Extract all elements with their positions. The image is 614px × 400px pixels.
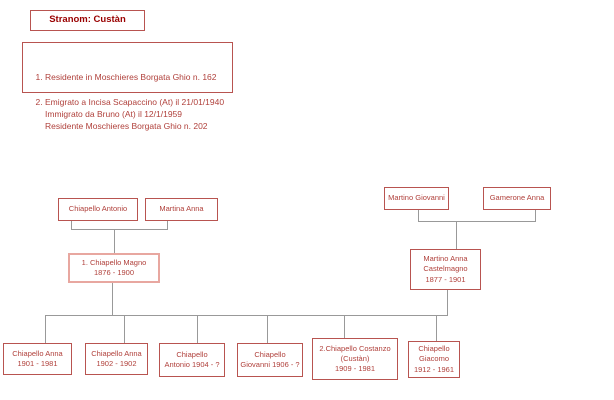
notes-list: Residente in Moschieres Borgata Ghio n. … (23, 59, 232, 145)
node-label: Martina Anna (159, 204, 204, 214)
node-gamerone-anna[interactable]: Gamerone Anna (483, 187, 551, 210)
node-chiapello-antonio-1904[interactable]: Chiapello Antonio 1904 - ? (159, 343, 225, 377)
connector-line (535, 210, 536, 222)
node-label: 2.Chiapello Costanzo (Custàn) 1909 - 198… (319, 343, 391, 374)
node-label: Gamerone Anna (489, 193, 545, 203)
node-label: Chiapello Antonio (68, 204, 128, 214)
node-label: Chiapello Antonio 1904 - ? (164, 349, 220, 369)
connector-line (267, 315, 268, 343)
note-item-2: Emigrato a Incisa Scapaccino (At) il 21/… (45, 96, 232, 133)
connector-line (456, 221, 457, 249)
node-chiapello-giacomo[interactable]: Chiapello Giacomo 1912 - 1961 (408, 341, 460, 378)
connector-line (197, 315, 198, 343)
connector-line (114, 229, 115, 253)
connector-line (167, 221, 168, 230)
node-label: Chiapello Giacomo 1912 - 1961 (413, 344, 455, 374)
node-label: Martino Giovanni (388, 193, 445, 203)
connector-line (71, 229, 168, 230)
connector-line (447, 290, 448, 316)
node-label: Chiapello Giovanni 1906 - ? (240, 349, 300, 369)
surname-title-box[interactable]: Stranom: Custàn (30, 10, 145, 31)
node-chiapello-anna-1901[interactable]: Chiapello Anna 1901 - 1981 (3, 343, 72, 375)
node-chiapello-anna-1902[interactable]: Chiapello Anna 1902 - 1902 (85, 343, 148, 375)
node-label: 1. Chiapello Magno 1876 - 1900 (81, 257, 147, 277)
connector-line (45, 315, 46, 343)
connector-line (45, 315, 448, 316)
connector-line (71, 221, 72, 230)
node-chiapello-magno[interactable]: 1. Chiapello Magno 1876 - 1900 (68, 253, 160, 283)
connector-line (418, 210, 419, 222)
connector-line (112, 283, 113, 316)
node-chiapello-costanzo-custan[interactable]: 2.Chiapello Costanzo (Custàn) 1909 - 198… (312, 338, 398, 380)
node-label: Chiapello Anna 1901 - 1981 (12, 348, 63, 368)
connector-line (418, 221, 536, 222)
node-martino-anna-castelmagno[interactable]: Martino Anna Castelmagno 1877 - 1901 (410, 249, 481, 290)
notes-box[interactable]: Residente in Moschieres Borgata Ghio n. … (22, 42, 233, 131)
node-label: Martino Anna Castelmagno 1877 - 1901 (423, 254, 468, 284)
node-chiapello-giovanni-1906[interactable]: Chiapello Giovanni 1906 - ? (237, 343, 303, 377)
node-martino-giovanni[interactable]: Martino Giovanni (384, 187, 449, 210)
note-item-1: Residente in Moschieres Borgata Ghio n. … (45, 71, 232, 83)
surname-title-label: Stranom: Custàn (49, 14, 126, 26)
node-martina-anna[interactable]: Martina Anna (145, 198, 218, 221)
connector-line (124, 315, 125, 343)
node-label: Chiapello Anna 1902 - 1902 (91, 348, 142, 368)
connector-line (436, 315, 437, 341)
connector-line (344, 315, 345, 338)
node-chiapello-antonio[interactable]: Chiapello Antonio (58, 198, 138, 221)
